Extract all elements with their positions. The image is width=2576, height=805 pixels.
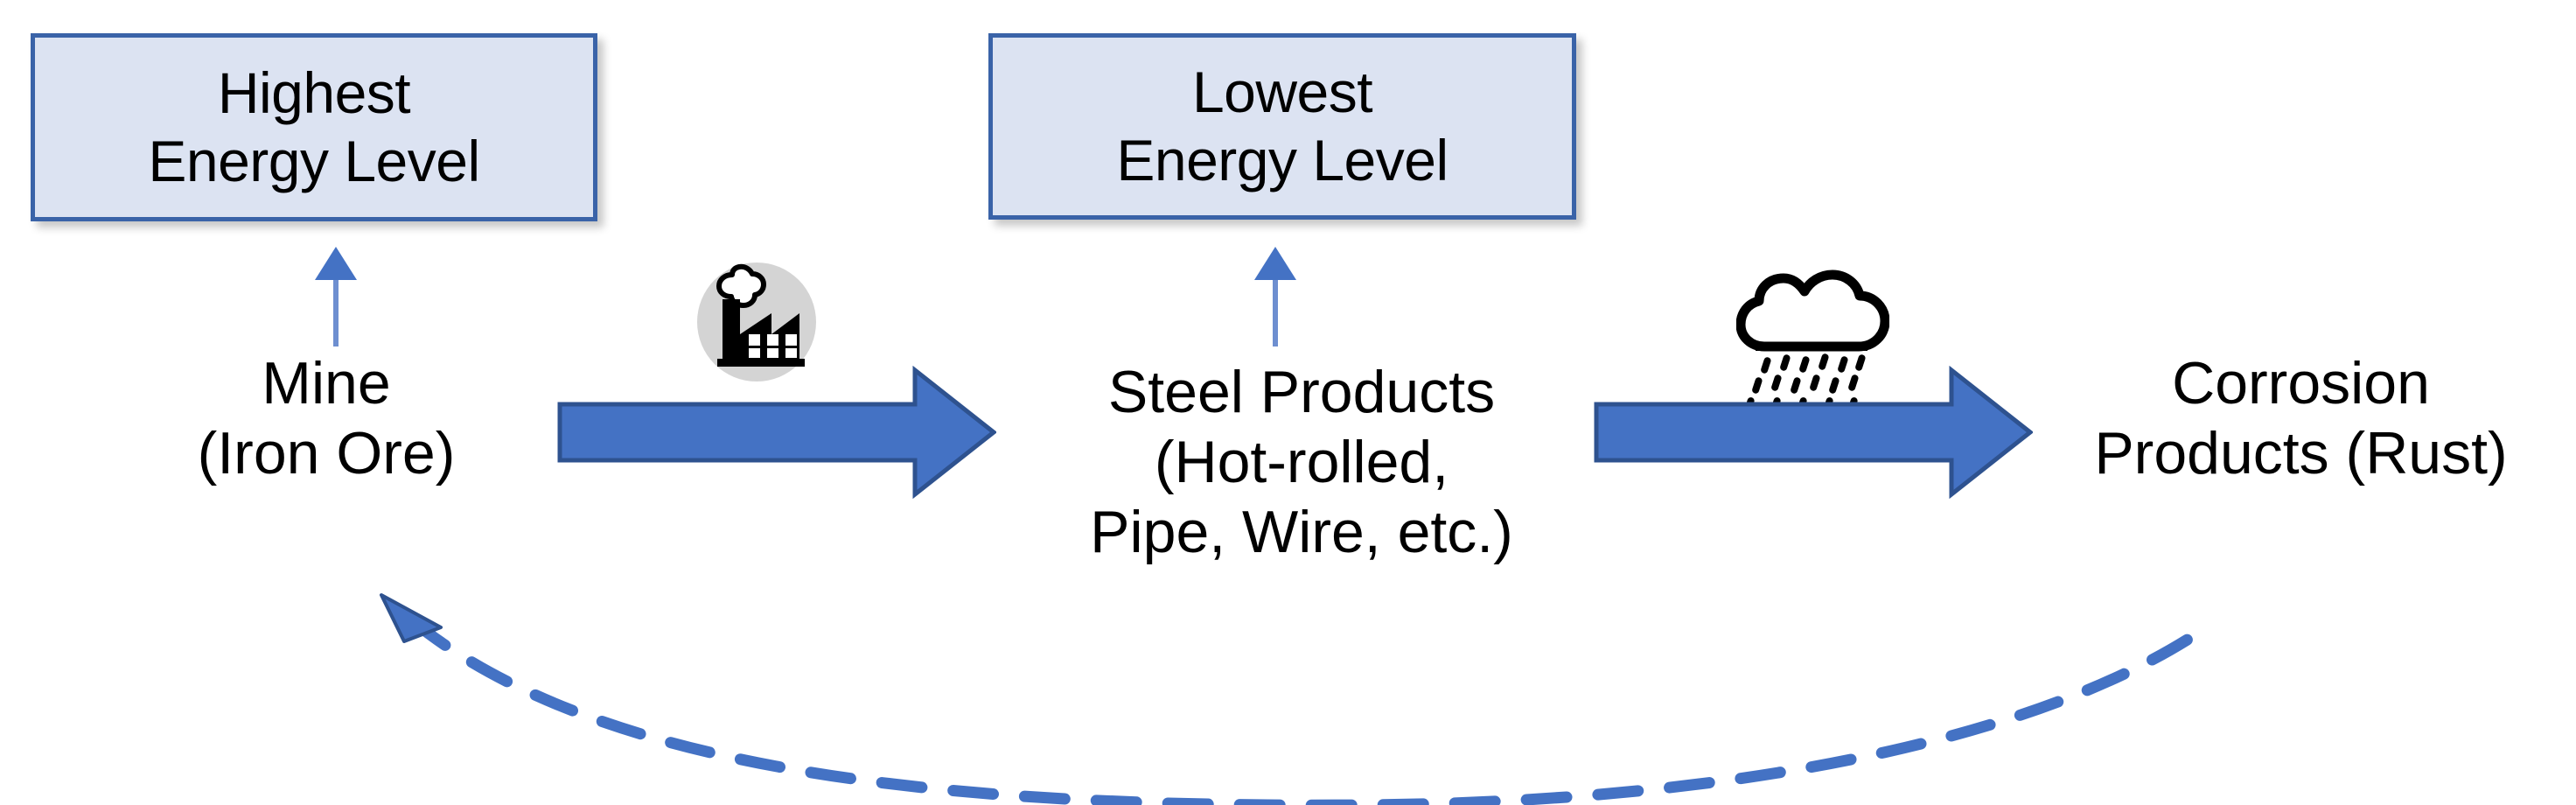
node-corrosion-products: Corrosion Products (Rust): [2028, 348, 2574, 488]
box-highest-line-2: Energy Level: [148, 128, 480, 193]
dashed-curved-arrow-icon: [380, 593, 2217, 805]
node-mine-line-2: (Iron Ore): [197, 420, 456, 487]
factory-with-smoke-icon: [697, 262, 816, 382]
node-steel-products: Steel Products (Hot-rolled, Pipe, Wire, …: [1013, 357, 1590, 568]
node-steel-line-3: Pipe, Wire, etc.): [1090, 499, 1513, 566]
up-arrow-icon: [1254, 247, 1296, 346]
node-mine-line-1: Mine: [262, 350, 391, 416]
node-steel-line-2: (Hot-rolled,: [1154, 429, 1449, 496]
right-block-arrow-icon: [557, 365, 998, 500]
node-mine: Mine (Iron Ore): [94, 348, 558, 488]
node-steel-line-1: Steel Products: [1107, 359, 1496, 425]
rain-cloud-icon: [1735, 252, 1890, 420]
connector-corrosion-to-mine-recycle: [332, 573, 2257, 805]
box-highest-energy-level: Highest Energy Level: [31, 33, 597, 221]
node-corrosion-line-2: Products (Rust): [2094, 420, 2508, 487]
factory-icon: [691, 254, 822, 385]
connector-steel-to-lowest-arrow: [1247, 243, 1303, 346]
cloud-with-rain-icon: [1735, 270, 1890, 409]
connector-steel-to-corrosion-arrow: [1594, 365, 2035, 500]
right-block-arrow-icon: [1594, 365, 2035, 500]
box-lowest-line-2: Energy Level: [1116, 127, 1449, 192]
up-arrow-icon: [315, 247, 357, 346]
connector-mine-to-steel-arrow: [557, 365, 998, 500]
node-corrosion-line-1: Corrosion: [2172, 350, 2430, 416]
box-highest-line-1: Highest: [217, 60, 411, 125]
box-lowest-line-1: Lowest: [1191, 59, 1373, 124]
box-lowest-energy-level: Lowest Energy Level: [988, 33, 1576, 220]
connector-mine-to-highest-arrow: [308, 243, 364, 346]
